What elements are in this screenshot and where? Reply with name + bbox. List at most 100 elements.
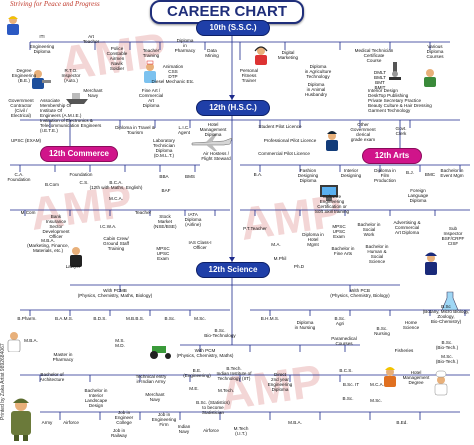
node-pt-teacher: P.T.Teacher [243,226,267,231]
police-icon [425,252,437,275]
node-fashion-designing: Fashion Designing Diploma [297,168,319,183]
node-bsc-it: B.Sc. IT [342,382,360,387]
node-be-engineering: B.E. (Engineering) [183,368,211,378]
node-mca-science: M.C.A. [369,382,385,387]
node-mba-pcm: M.B.A. [288,420,302,425]
node-hotel-mgmt-arts: Diploma in Hotel Mgmt [302,232,324,247]
node-mbbs: M.B.B.S. [125,316,145,321]
doctor-icon [7,332,21,352]
node-direct-2nd-year: Direct 2nd year Engineering Diploma [267,372,293,392]
dj-icon [254,46,268,65]
node-commercial-pilot: Commercial Pilot Licence [258,151,310,156]
node-fine-arts-bachelor: Bachelor in Fine Arts [331,246,355,256]
node-social-work: Bachelor in Social Work [357,222,381,237]
node-army: Army [41,420,53,425]
node-bba: BBA [159,174,169,179]
node-bsc-statistics: B.Sc. (Statistics) to become Statisticia… [196,400,230,415]
node-bsc-pcmb: B.Sc. [164,316,176,321]
node-stock-market: Stock Market (NSE/BSE) [153,214,177,229]
node-sub-inspector: Sub Inspector BSF/CRPF CISF [441,226,465,246]
node-teacher-commerce: Teacher [134,210,152,215]
node-student-pilot: Student Pilot Licence [258,124,302,129]
node-bhms: B.H.M.S. [260,316,280,321]
node-amie: Associate Membership Of Institute Of Eng… [40,98,102,133]
node-icwa: I.C.W.A. [99,224,117,229]
node-mtech: M.Tech. [217,388,235,393]
node-cabin-crew: Cabin Crew/ Ground Staff Training [103,236,129,251]
node-degree-engineering: Degree Engineering (B.E.) [11,68,37,83]
node-home-science: Home Science [402,320,420,330]
node-msc-pcm: M.Sc. [370,398,382,403]
node-technical-army: Technical entry in Indian Army [135,374,167,384]
node-digital-marketing: Digital Marketing [277,50,299,60]
node-bank-insurance: Bank Insurance Sector Development Office… [42,214,70,239]
node-phd: Ph.D [293,264,305,269]
node-bsc-biotech-pcmb: B.Sc. Bio-Technology [204,328,236,338]
stage-12th-hsc: 12th (H.S.C.) [196,100,270,116]
node-with-pcmb: With PCMB (Physics, Chemistry, Maths, Bi… [77,288,153,298]
node-mba-commerce: M.B.A. (Marketing, Finance, Materials, e… [27,238,69,253]
node-msc-pcmb: M.Sc. [194,316,206,321]
node-ms-md: M.S. M.D. [115,338,125,348]
node-mcom: M.Com [20,210,36,215]
node-mba-science: M.B.A. [24,338,38,343]
pilot-icon [326,131,338,151]
node-job-engineering-firm: Job in Engineering Firm [151,412,177,427]
node-other-clerical: Other Government clerical grade exam [350,122,376,142]
node-medical-technician: Medical Technician Certificate Course [354,48,394,63]
ship-icon [66,93,88,104]
node-diploma-nursing: Diploma in Nursing [294,320,316,330]
node-fine-art: Fine Art / Commercial Art Diploma [138,88,164,108]
node-hotel-mgmt-diploma: Hotel Management Diploma [199,122,227,137]
node-ma: M.A. [271,242,281,247]
node-airforce-1: Airforce [63,420,79,425]
node-bcs: B.C.S. [339,368,353,373]
node-air-hostess: Air Hostess / Flight Steward [201,151,231,161]
node-mca-commerce: M.C.A. [108,196,124,201]
node-mpsc-upsc-commerce: MPSC UPSC Exam [156,246,170,261]
node-iti: ITI [39,34,45,39]
node-diploma-pharmacy: Diploma in Pharmacy [174,38,196,53]
node-with-pcm: With PCM (Physics, Chemistry, Maths) [176,348,234,358]
node-cs: C.S. [79,180,89,185]
node-paramedical: Paramedical Courses [331,336,357,346]
node-indian-navy: Indian Navy [177,424,191,434]
node-bj: B.J. [406,170,414,175]
chef-icon [434,370,448,396]
node-me: M.E. [189,386,199,391]
node-ba: B.A. [253,172,263,177]
node-bsc-nursing: B.Sc. Nursing [374,326,390,336]
node-foreign-language: Foreign Language Diploma [407,188,429,203]
node-animation: Animation CSS DTP Diesel Mechanic Etc. [151,64,195,84]
node-lic-agent: L.I.C. Agent [177,125,190,135]
node-fisheries: Fisheries [394,348,414,353]
node-professional-pilot: Professional Pilot Licence [263,138,317,143]
node-bca: B.C.A. (12th with Maths, English) [89,180,143,190]
mechanic-icon [32,70,51,89]
node-police-constable: Police Constable Airmen Navik Soldier [106,46,128,71]
node-bms: BMS [185,174,195,179]
node-btech-iit: B.Tech. Indian Institute of Technology (… [216,366,252,381]
tractor-icon [150,346,171,359]
node-film-production: Diploma in Film Production [374,168,396,183]
node-software-engineering: Software Engineering Certification or So… [314,194,350,214]
node-merchant-navy-10: Merchant Navy [83,88,103,98]
node-bds: B.D.S. [93,316,107,321]
engineer-icon [7,16,19,35]
node-msc-biotech: M.Sc. (Bio-Tech.) [435,354,459,364]
node-ias-officer: IAS Class-I Officer [188,240,212,250]
node-advertising: Advertising & Commercial Art Diploma [393,220,421,235]
node-dmlt-diploma: Laboratory Technician Diploma (D.M.L.T.) [153,138,175,158]
node-job-engineer-college: Job in Engineer College [114,410,134,425]
node-master-pharmacy: Master in Pharmacy [52,352,74,362]
stage-10th-ssc: 10th (S.S.C.) [196,20,270,36]
node-bcom: B.Com [44,182,60,187]
node-lawyer: Lawyer [65,264,81,269]
node-mphil: M.Phil [273,256,287,261]
node-art-teacher: Art Teacher [82,34,100,44]
judge-icon [70,247,82,267]
node-merchant-navy-sci: Merchant Navy [145,392,165,402]
node-rto-inspector: R.T.O. Inspector (Auto.) [61,68,81,83]
node-airforce-2: Airforce [203,428,219,433]
